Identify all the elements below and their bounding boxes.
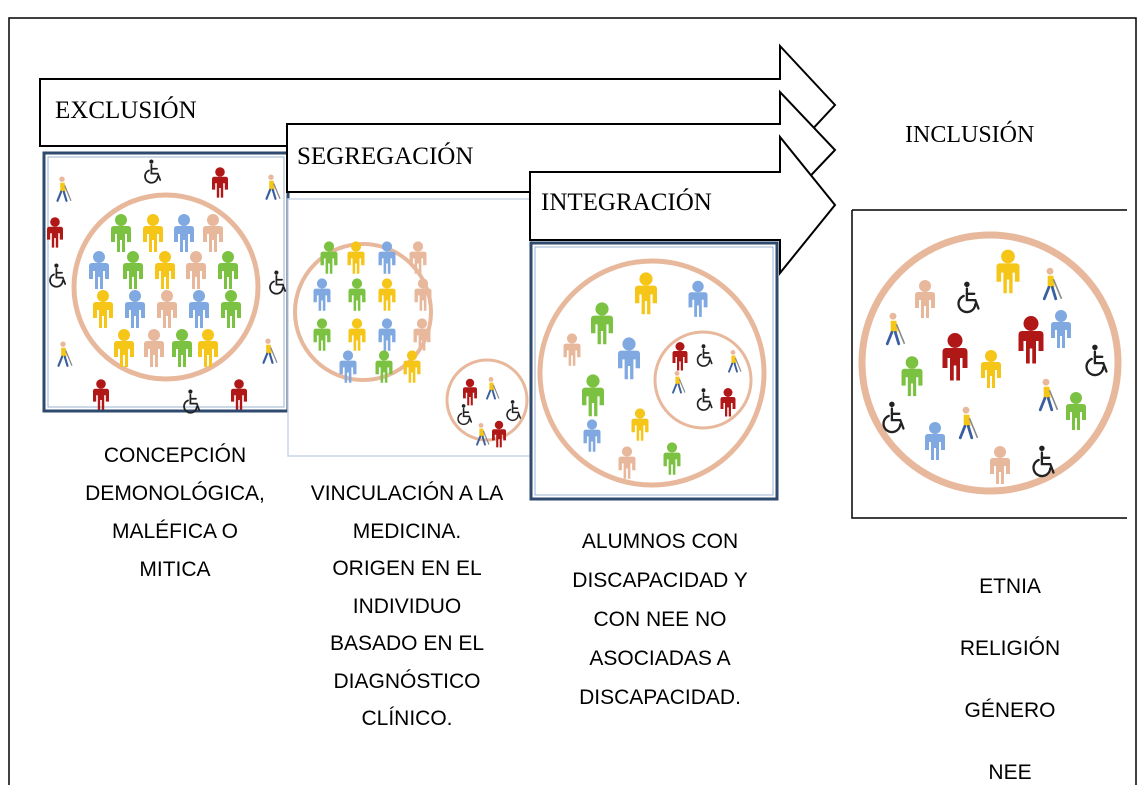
description-integration: ALUMNOS CON DISCAPACIDAD Y CON NEE NO AS…	[550, 522, 770, 717]
description-line: ASOCIADAS A	[589, 647, 731, 670]
figure-exclusion	[47, 158, 287, 414]
person-icon	[925, 422, 945, 460]
description-line: BASADO EN EL	[329, 632, 485, 655]
description-line: MITICA	[139, 558, 211, 581]
description-line: ETNIA	[979, 575, 1041, 598]
description-line: DISCAPACIDAD Y	[572, 569, 748, 592]
person-icon	[996, 249, 1020, 294]
inclusion-evolution-diagram: EXCLUSIÓN SEGREGACIÓN INTEGRACIÓN INCLUS…	[8, 17, 1137, 789]
description-line: DEMONOLÓGICA,	[85, 482, 265, 505]
person-icon	[942, 333, 968, 381]
wheelchair-user-icon	[882, 400, 905, 434]
stage-title-integration: INTEGRACIÓN	[541, 188, 712, 216]
stage-title-exclusion: EXCLUSIÓN	[55, 96, 197, 124]
group-circle	[858, 231, 1122, 495]
group-circle	[293, 242, 433, 382]
description-line: ALUMNOS CON	[581, 530, 739, 553]
figure-integration	[537, 258, 767, 488]
group-circle	[537, 258, 767, 488]
blind-person-cane-icon	[885, 311, 906, 346]
description-line: RELIGIÓN	[959, 637, 1061, 660]
description-line: MALÉFICA O	[111, 520, 239, 543]
description-exclusion: CONCEPCIÓN DEMONOLÓGICA, MALÉFICA O MITI…	[60, 437, 290, 589]
description-segregation: VINCULACIÓN A LA MEDICINA. ORIGEN EN EL …	[297, 475, 517, 738]
person-icon	[901, 356, 923, 397]
description-line: CON NEE NO	[593, 608, 727, 631]
stage-title-segregation: SEGREGACIÓN	[297, 142, 473, 170]
wheelchair-user-icon	[957, 280, 980, 314]
description-line: DISCAPACIDAD.	[579, 686, 741, 709]
person-icon	[1051, 310, 1071, 348]
person-icon	[990, 446, 1010, 484]
stage-title-inclusion: INCLUSIÓN	[905, 121, 1034, 148]
description-line: CONCEPCIÓN	[103, 444, 247, 467]
description-line: INDIVIDUO	[352, 594, 462, 618]
blind-person-cane-icon	[1038, 377, 1059, 412]
figure-inclusion	[858, 231, 1122, 495]
person-icon	[1018, 316, 1044, 364]
description-line: ORIGEN EN EL	[332, 557, 482, 580]
diagram-canvas: EXCLUSIÓN SEGREGACIÓN INTEGRACIÓN INCLUS…	[8, 17, 1137, 789]
arrow-integration	[529, 134, 837, 276]
group-circle	[653, 330, 753, 430]
frame-inclusion	[851, 209, 1127, 519]
description-line: CLÍNICO.	[361, 707, 453, 730]
wheelchair-user-icon	[1032, 444, 1055, 478]
description-line: VINCULACIÓN A LA	[310, 482, 504, 505]
figure-segregation	[293, 241, 529, 448]
description-line: GÉNERO	[964, 699, 1056, 722]
person-icon	[915, 280, 935, 318]
description-line: DIAGNÓSTICO	[333, 669, 481, 693]
frame-integration	[529, 241, 779, 501]
group-circle	[71, 192, 261, 382]
wheelchair-user-icon	[1085, 343, 1108, 377]
description-inclusion: ETNIA RELIGIÓN GÉNERO NEE	[930, 556, 1090, 804]
person-icon	[1066, 392, 1086, 430]
description-line: MEDICINA.	[352, 519, 462, 543]
person-icon	[981, 350, 1001, 388]
blind-person-cane-icon	[1042, 266, 1063, 301]
description-line: NEE	[988, 761, 1032, 784]
blind-person-cane-icon	[958, 405, 979, 440]
